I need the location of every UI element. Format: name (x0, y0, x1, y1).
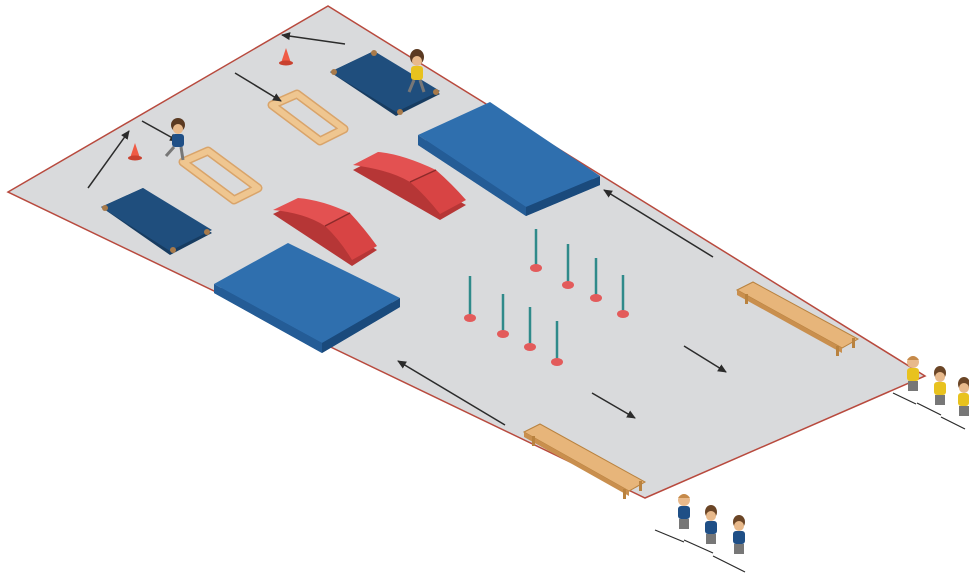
slalom-pole (562, 244, 574, 289)
arrow (281, 32, 346, 45)
slalom-pole (497, 294, 509, 338)
mat-large-top (418, 102, 600, 216)
bench-right (735, 281, 860, 356)
child-waiting (705, 505, 717, 544)
child-waiting (678, 494, 690, 529)
box-frame-lower (178, 146, 263, 205)
arrow (683, 345, 727, 373)
slalom-poles (464, 229, 629, 366)
slalom-pole (530, 229, 542, 272)
mat-small-top (330, 50, 440, 116)
mat-small-left (101, 188, 212, 255)
arrow (234, 72, 282, 102)
slalom-pole (617, 275, 629, 318)
child-waiting (958, 377, 969, 416)
direction-arrows (87, 32, 727, 426)
bench-bottom (522, 423, 647, 499)
arrow (397, 360, 506, 426)
springboard-lower (273, 198, 377, 266)
mat-large-bottom (214, 243, 400, 353)
box-frame-upper (267, 89, 349, 146)
child-on-mat (407, 49, 426, 93)
cone-top (279, 48, 293, 66)
child-waiting (907, 356, 919, 391)
slalom-pole (524, 307, 536, 351)
child-waiting (733, 515, 745, 554)
waiting-group-bottom (678, 494, 745, 554)
arrow (591, 392, 636, 419)
child-running (164, 118, 185, 161)
gym-floor (6, 5, 927, 499)
arrow (87, 130, 130, 189)
slalom-pole (590, 258, 602, 302)
waiting-group-right (907, 356, 969, 416)
cone-left (128, 143, 142, 161)
arrow (603, 189, 714, 258)
springboard-upper (353, 152, 466, 220)
child-waiting (934, 366, 946, 405)
queue-lines-bottom (654, 529, 746, 573)
slalom-pole (551, 321, 563, 366)
slalom-pole (464, 276, 476, 322)
queue-lines-right (892, 392, 966, 430)
